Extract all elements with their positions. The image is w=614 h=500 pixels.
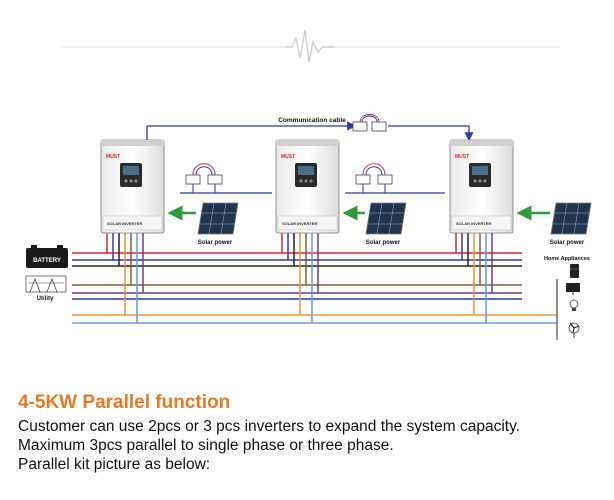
inverter-unit-3: MUST SOLAR INVERTER (449, 139, 514, 234)
parallel-function-caption: 4-5KW Parallel function Customer can use… (18, 392, 608, 474)
utility-label: Utility (37, 296, 54, 302)
inverter-2-name: SOLAR INVERTER (282, 221, 317, 226)
fan-icon (568, 322, 580, 338)
utility-grid-icon: Utility (25, 275, 67, 302)
parallel-kit-right (345, 163, 445, 194)
section-title: 4-5KW Parallel function (18, 392, 231, 413)
solar-panel-3: Solar power (516, 202, 592, 246)
wiring-bus (72, 252, 558, 340)
inverter-drops (106, 233, 493, 323)
refrigerator-icon (570, 264, 579, 278)
light-bulb-icon (569, 299, 579, 311)
header-heartbeat-divider (60, 29, 560, 63)
battery-label: BATTERY (33, 258, 61, 264)
inverter-3-brand: MUST (455, 154, 469, 160)
inverter-1-name: SOLAR INVERTER (107, 221, 142, 226)
inverter-unit-2: MUST SOLAR INVERTER (275, 139, 340, 234)
home-appliances-group: Home Appliances (544, 256, 590, 338)
inverter-unit-1: MUST SOLAR INVERTER (100, 139, 165, 234)
caption-line-3: Parallel kit picture as below: (18, 456, 211, 473)
tv-icon (566, 283, 580, 295)
parallel-kit-left (180, 163, 272, 194)
battery-icon: BATTERY (26, 245, 68, 268)
solar-panel-1: Solar power (167, 202, 239, 246)
solar-panel-2: Solar power (342, 202, 407, 246)
inverter-3-name: SOLAR INVERTER (456, 221, 491, 226)
communication-cable-label: Communication cable (278, 117, 346, 124)
home-appliances-label: Home Appliances (544, 256, 590, 262)
parallel-wiring-diagram: Communication cable (25, 29, 592, 340)
caption-line-1: Customer can use 2pcs or 3 pcs inverters… (18, 418, 520, 435)
caption-line-2: Maximum 3pcs parallel to single phase or… (18, 437, 394, 454)
inverter-1-brand: MUST (106, 154, 120, 160)
solar-panel-1-label: Solar power (198, 240, 233, 246)
solar-panel-2-label: Solar power (366, 240, 401, 246)
solar-panel-3-label: Solar power (550, 240, 585, 246)
inverter-2-brand: MUST (281, 154, 295, 160)
